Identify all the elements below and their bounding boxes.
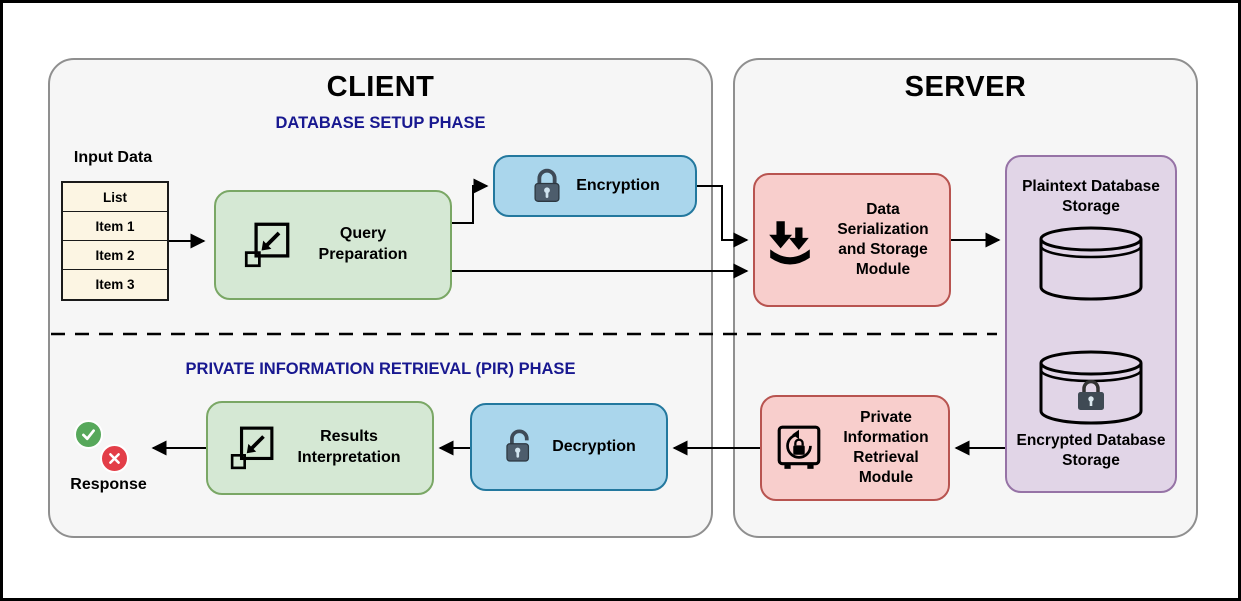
data-serialization-label: Data Serialization and Storage Module [837, 200, 929, 279]
database-storage-box: Plaintext Database Storage Encrypted Dat… [1005, 155, 1177, 493]
resize-icon [229, 425, 275, 471]
table-row: Item 2 [63, 241, 167, 270]
encrypted-storage-label: Encrypted Database Storage [1016, 432, 1166, 470]
results-interpretation-node: Results Interpretation [206, 401, 434, 495]
pir-phase-label: PRIVATE INFORMATION RETRIEVAL (PIR) PHAS… [185, 360, 576, 378]
pir-module-label: Private Information Retrieval Module [843, 408, 929, 487]
input-data-label: Input Data [73, 149, 153, 166]
table-row: Item 1 [63, 212, 167, 241]
table-row: Item 3 [95, 277, 135, 292]
lock-closed-icon [530, 167, 564, 205]
input-data-table: List Item 1 Item 2 Item 3 [61, 181, 169, 301]
encrypted-database-cylinder-icon [1031, 349, 1151, 425]
database-cylinder-icon [1031, 225, 1151, 301]
setup-phase-label: DATABASE SETUP PHASE [275, 114, 486, 132]
data-import-icon [765, 215, 815, 265]
server-title: SERVER [904, 71, 1027, 103]
decryption-node: Decryption [470, 403, 668, 491]
data-serialization-node: Data Serialization and Storage Module [753, 173, 951, 307]
encryption-label: Encryption [576, 176, 660, 194]
results-interpretation-label: Results Interpretation [297, 428, 401, 466]
check-icon [74, 420, 103, 449]
lock-open-icon [502, 427, 540, 467]
client-title: CLIENT [326, 71, 435, 103]
table-header-cell: List [63, 183, 167, 212]
response-label: Response [70, 476, 147, 493]
encryption-node: Encryption [493, 155, 697, 217]
vault-icon [774, 423, 824, 473]
plaintext-storage-label: Plaintext Database Storage [1022, 178, 1160, 216]
decryption-label: Decryption [552, 437, 636, 455]
query-preparation-node: Query Preparation [214, 190, 452, 300]
pir-module-node: Private Information Retrieval Module [760, 395, 950, 501]
resize-icon [243, 221, 291, 269]
cross-icon [100, 444, 129, 473]
query-preparation-label: Query Preparation [318, 225, 408, 263]
